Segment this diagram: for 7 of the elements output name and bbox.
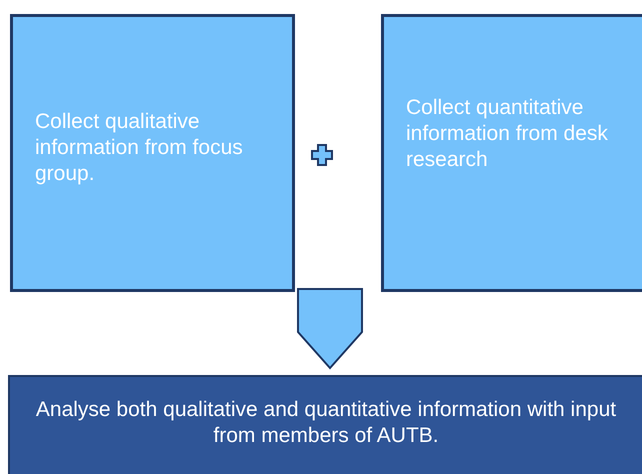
result-box <box>8 375 642 474</box>
step-box <box>10 14 295 292</box>
box-text: Collect qualitative information from focus group. <box>35 109 244 187</box>
step-box <box>381 14 642 292</box>
down-block-arrow <box>297 288 363 370</box>
box-text: Analyse both qualitative and quantitative information with input from members of AUTB. <box>34 397 618 449</box>
box-text: Collect quantitative information from desk research <box>406 95 609 173</box>
